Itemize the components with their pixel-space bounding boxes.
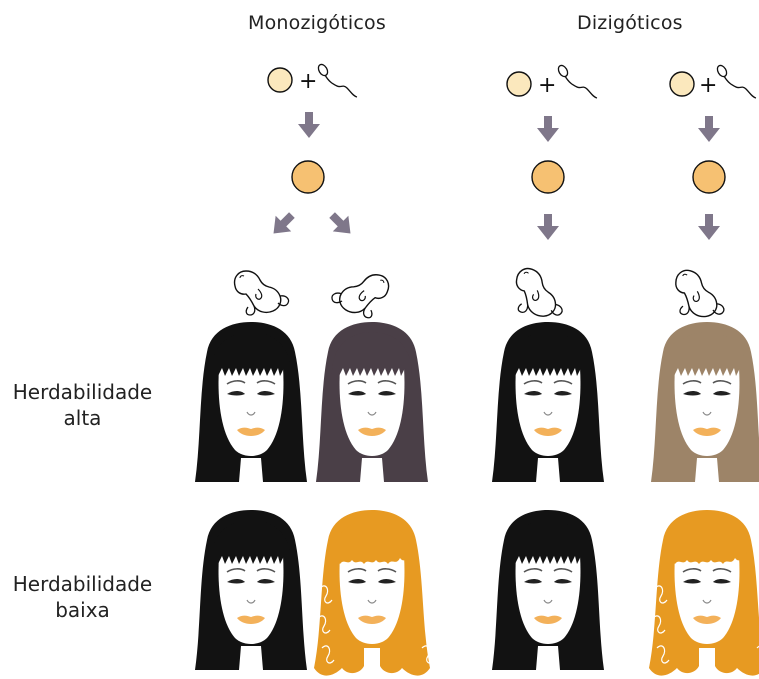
fetus-di-a xyxy=(506,265,572,325)
fetus-mono-1 xyxy=(235,271,289,315)
di-fertilization-a: + xyxy=(507,64,597,98)
face-high-2 xyxy=(316,322,428,482)
egg-di-a xyxy=(507,72,531,96)
arrow-mono-right xyxy=(324,207,358,241)
face-low-3 xyxy=(492,510,604,670)
plus-di-a: + xyxy=(538,73,556,98)
face-low-1 xyxy=(195,510,307,670)
face-high-3 xyxy=(492,322,604,482)
sperm-di-b xyxy=(716,64,756,98)
arrow-di-a-1 xyxy=(537,116,559,142)
fetus-di-b xyxy=(668,268,732,324)
plus-di-b: + xyxy=(699,73,717,98)
face-low-2-curl-4 xyxy=(426,616,438,633)
mono-fertilization: + xyxy=(268,63,357,97)
zygote-di-a xyxy=(532,161,564,193)
di-fertilization-b: + xyxy=(670,64,756,98)
fetus-mono-2 xyxy=(330,268,391,321)
plus-mono: + xyxy=(299,69,317,94)
arrow-mono-1 xyxy=(298,112,320,138)
face-high-1 xyxy=(195,322,307,482)
face-low-4 xyxy=(649,510,759,676)
sperm-mono xyxy=(317,63,357,97)
egg-mono xyxy=(268,68,292,92)
zygote-di-b xyxy=(693,161,725,193)
arrow-di-b-1 xyxy=(698,116,720,142)
face-high-4 xyxy=(651,322,759,482)
sperm-di-a xyxy=(557,64,597,98)
face-low-2-curl-3 xyxy=(424,586,436,603)
arrow-di-b-2 xyxy=(698,214,720,240)
arrow-mono-left xyxy=(266,207,300,241)
arrow-di-a-2 xyxy=(537,214,559,240)
faces-layer xyxy=(195,322,759,676)
egg-di-b xyxy=(670,72,694,96)
face-low-2 xyxy=(314,510,438,676)
zygote-mono xyxy=(292,161,324,193)
